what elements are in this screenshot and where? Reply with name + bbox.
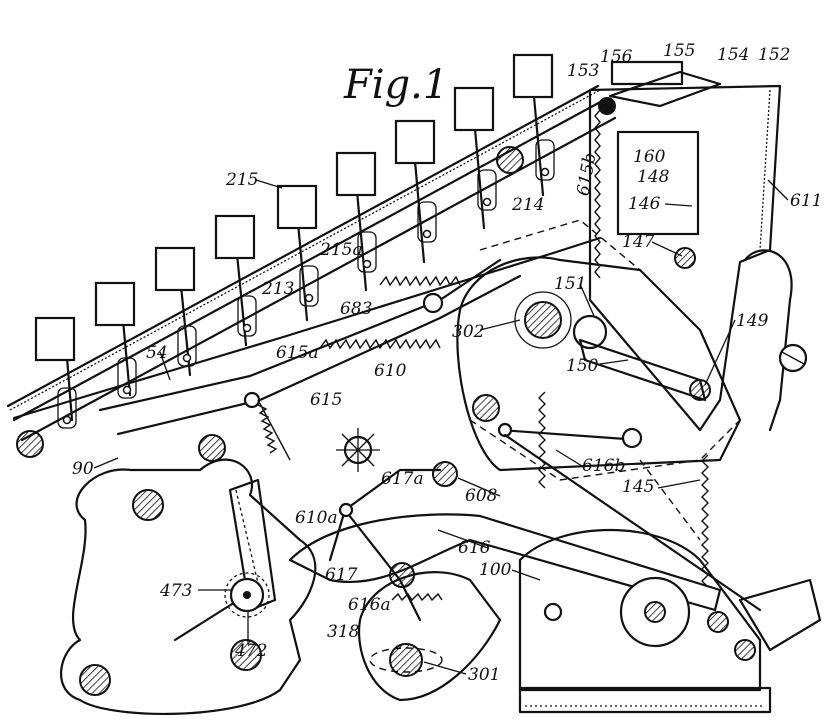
shaft-plate-1 bbox=[132, 489, 164, 521]
keyboard-frame-top bbox=[12, 236, 602, 420]
star-wheel bbox=[336, 428, 380, 472]
label-149: 149 bbox=[736, 311, 769, 331]
shaft-302 bbox=[524, 301, 562, 339]
label-215: 215 bbox=[225, 170, 258, 190]
key-cap bbox=[335, 151, 377, 197]
key-cap bbox=[154, 246, 196, 292]
label-213: 213 bbox=[261, 279, 294, 299]
label-683: 683 bbox=[340, 299, 372, 319]
key-cap bbox=[394, 119, 436, 165]
main-frame-100 bbox=[518, 529, 762, 692]
label-90: 90 bbox=[72, 459, 94, 479]
label-160: 160 bbox=[633, 147, 666, 167]
pivot-153 bbox=[598, 97, 616, 115]
window-148 bbox=[616, 130, 700, 236]
label-617: 617 bbox=[325, 565, 358, 585]
label-145: 145 bbox=[622, 477, 654, 497]
label-214: 214 bbox=[511, 195, 544, 215]
label-472: 472 bbox=[234, 641, 267, 661]
lever-615 bbox=[98, 258, 522, 461]
part-318 bbox=[358, 571, 502, 702]
label-154: 154 bbox=[717, 45, 749, 65]
shaft-301 bbox=[389, 643, 423, 677]
shaft-top bbox=[496, 146, 524, 174]
label-301: 301 bbox=[468, 665, 500, 685]
shaft-plate-2 bbox=[79, 664, 111, 696]
arm-150 bbox=[578, 338, 707, 402]
figure-title: Fig.1 bbox=[343, 62, 448, 108]
reference-labels: 215 54 90 213 215a 683 615a 615 610 615b… bbox=[72, 41, 822, 685]
key-cap bbox=[94, 281, 136, 327]
label-610: 610 bbox=[374, 361, 407, 381]
label-302: 302 bbox=[452, 322, 484, 342]
key-cap bbox=[34, 316, 76, 362]
shaft-left-2 bbox=[198, 434, 226, 462]
label-148: 148 bbox=[637, 167, 670, 187]
pointer-473 bbox=[173, 602, 234, 642]
label-215a: 215a bbox=[319, 240, 363, 260]
label-156: 156 bbox=[600, 47, 633, 67]
spring-683 bbox=[319, 338, 441, 350]
key-cap bbox=[214, 214, 256, 260]
label-151: 151 bbox=[554, 274, 586, 294]
spring-215a bbox=[379, 275, 461, 287]
link-145 bbox=[503, 433, 762, 612]
cap-156 bbox=[610, 60, 684, 86]
label-616b: 616b bbox=[582, 456, 625, 476]
lower-plate bbox=[60, 458, 317, 716]
lever-616 bbox=[288, 513, 722, 612]
key-cap bbox=[453, 86, 495, 132]
label-153: 153 bbox=[567, 61, 599, 81]
label-610a: 610a bbox=[295, 508, 338, 528]
label-150: 150 bbox=[566, 356, 599, 376]
label-473: 473 bbox=[159, 581, 192, 601]
comb-611 bbox=[759, 89, 771, 251]
spring-616b bbox=[538, 391, 546, 489]
spring-616a bbox=[391, 592, 443, 602]
label-100: 100 bbox=[479, 560, 512, 580]
shaft-left bbox=[16, 430, 44, 458]
label-146: 146 bbox=[628, 194, 661, 214]
base-plate bbox=[518, 686, 772, 714]
label-608: 608 bbox=[465, 486, 498, 506]
spring-145 bbox=[701, 454, 709, 588]
label-611: 611 bbox=[790, 191, 822, 211]
shaft-149 bbox=[674, 247, 696, 269]
label-617a: 617a bbox=[381, 469, 424, 489]
label-54: 54 bbox=[146, 343, 168, 363]
shaft-617a bbox=[432, 461, 458, 487]
label-152: 152 bbox=[758, 45, 790, 65]
key-cap bbox=[276, 184, 318, 230]
shaft-608 bbox=[472, 394, 500, 422]
label-615a: 615a bbox=[276, 343, 319, 363]
link-617 bbox=[328, 468, 442, 562]
label-616a: 616a bbox=[348, 595, 391, 615]
shaft-plate-3 bbox=[230, 639, 262, 671]
label-318: 318 bbox=[327, 622, 360, 642]
label-147: 147 bbox=[622, 232, 655, 252]
label-616: 616 bbox=[458, 538, 491, 558]
leader-lines bbox=[93, 179, 789, 675]
cam-plate bbox=[456, 256, 742, 472]
label-155: 155 bbox=[663, 41, 695, 61]
label-615: 615 bbox=[310, 390, 342, 410]
key-row bbox=[6, 53, 617, 442]
gear-rack bbox=[228, 478, 277, 612]
key-cap bbox=[512, 53, 554, 99]
spring-147 bbox=[594, 109, 601, 279]
